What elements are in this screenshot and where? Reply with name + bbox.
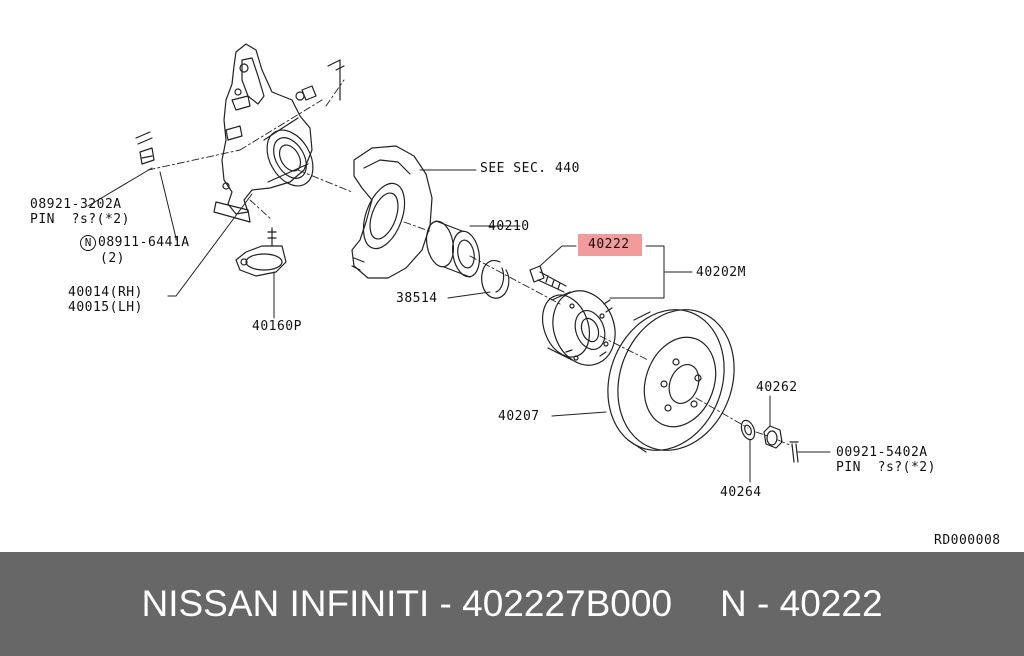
label-38514: 38514 xyxy=(396,291,438,306)
leader-lines xyxy=(87,167,831,483)
hub-bolt-drawing xyxy=(529,265,567,293)
label-40264: 40264 xyxy=(720,485,762,500)
label-pin2-desc: PIN ?s?(*2) xyxy=(836,460,936,475)
bearing-drawing xyxy=(425,220,481,278)
snap-ring-drawing xyxy=(481,259,510,299)
label-knuckle-rh: 40014(RH) xyxy=(68,285,143,300)
n-circle-icon: N xyxy=(80,235,96,251)
splash-shield-drawing xyxy=(351,145,433,279)
label-pin1-desc: PIN ?s?(*2) xyxy=(30,212,130,227)
parts-diagram: SEE SEC. 440 40210 40222 40202M 38514 40… xyxy=(30,43,1001,548)
part-highlight xyxy=(578,234,642,256)
footer-ref-number: N - 40222 xyxy=(720,583,883,624)
footer-bar: NISSAN INFINITI - 402227B000 N - 40222 xyxy=(0,552,1024,656)
hub-drawing xyxy=(542,290,616,366)
label-40262: 40262 xyxy=(756,380,798,395)
label-see-sec: SEE SEC. 440 xyxy=(480,161,580,176)
label-pin1-number: 08921-3202A xyxy=(30,197,122,212)
brake-disc-drawing xyxy=(607,309,735,453)
label-40207: 40207 xyxy=(498,409,540,424)
label-40160p: 40160P xyxy=(252,319,302,334)
cotter-pin-drawing xyxy=(789,441,799,463)
diagram-ref-code: RD000008 xyxy=(934,533,1001,548)
pin-and-nut-drawing xyxy=(135,59,345,165)
label-nut-number: 08911-6441A xyxy=(98,235,190,250)
label-40210: 40210 xyxy=(488,219,530,234)
steering-knuckle-drawing xyxy=(213,43,317,223)
center-axis xyxy=(147,79,793,447)
label-nut-qty: (2) xyxy=(100,251,125,266)
ball-joint-drawing xyxy=(235,227,287,277)
footer-part-number: NISSAN INFINITI - 402227B000 xyxy=(141,583,673,624)
washer-drawing xyxy=(740,419,756,441)
label-40222: 40222 xyxy=(588,237,630,252)
label-40202m: 40202M xyxy=(696,265,746,280)
label-pin2-number: 00921-5402A xyxy=(836,445,928,460)
diagram-drawing xyxy=(87,43,831,483)
label-knuckle-lh: 40015(LH) xyxy=(68,300,143,315)
nut-drawing xyxy=(763,425,783,449)
